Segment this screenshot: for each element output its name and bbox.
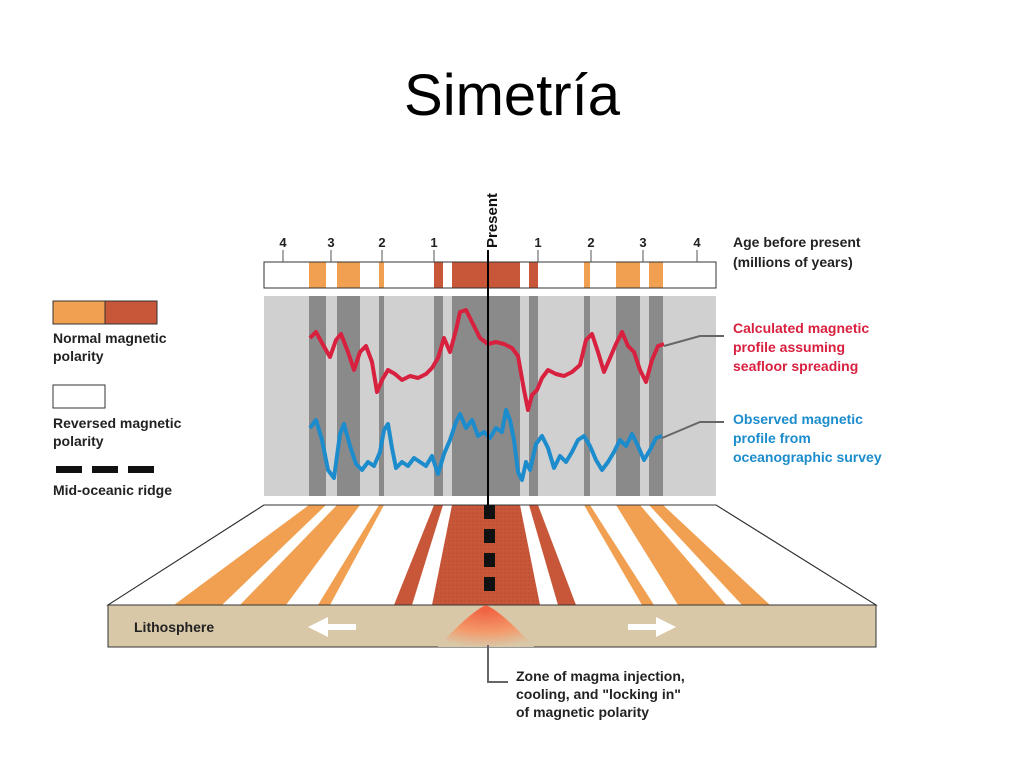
calculated-label-line3: seafloor spreading — [733, 358, 858, 374]
slide-title: Simetría — [404, 63, 620, 128]
observed-label-line2: profile from — [733, 430, 811, 446]
age-timeline-bar — [263, 261, 717, 289]
observed-callout-line — [661, 421, 724, 439]
age-ticks — [282, 250, 698, 262]
calculated-label-line1: Calculated magnetic — [733, 320, 869, 336]
age-tick-label-right-4: 4 — [693, 235, 701, 250]
legend-reversed-line2: polarity — [53, 433, 104, 449]
legend-swatch-normal-young — [104, 300, 158, 325]
mid-oceanic-ridge-dashes — [484, 505, 495, 591]
age-tick-label-left-3: 3 — [327, 235, 334, 250]
zone-label-line3: of magnetic polarity — [516, 704, 649, 720]
age-tick-label-left-2: 2 — [378, 235, 385, 250]
lithosphere-label: Lithosphere — [134, 619, 214, 635]
legend-reversed-line1: Reversed magnetic — [53, 415, 182, 431]
magnetic-profile-panel — [264, 296, 716, 496]
legend-ridge-dashes-icon — [56, 466, 154, 473]
spreading-arrow-left-icon — [308, 617, 356, 637]
legend: Normal magnetic polarity Reversed magnet… — [52, 300, 182, 498]
age-tick-label-right-2: 2 — [587, 235, 594, 250]
age-tick-label-right-3: 3 — [639, 235, 646, 250]
age-tick-label-left-4: 4 — [279, 235, 287, 250]
age-tick-label-right-1: 1 — [534, 235, 541, 250]
calculated-callout-line — [663, 335, 724, 347]
zone-label-line1: Zone of magma injection, — [516, 668, 685, 684]
observed-label-line3: oceanographic survey — [733, 449, 882, 465]
legend-ridge-label: Mid-oceanic ridge — [53, 482, 172, 498]
age-axis-label-line2: (millions of years) — [733, 254, 853, 270]
legend-normal-line2: polarity — [53, 348, 104, 364]
age-axis-label-line1: Age before present — [733, 234, 861, 250]
age-tick-label-left-1: 1 — [430, 235, 437, 250]
zone-label-line2: cooling, and "locking in" — [516, 686, 681, 702]
spreading-arrow-right-icon — [628, 617, 676, 637]
observed-label-line1: Observed magnetic — [733, 411, 863, 427]
present-label: Present — [484, 193, 501, 248]
zone-callout-line — [487, 645, 508, 683]
calculated-label-line2: profile assuming — [733, 339, 845, 355]
legend-swatch-normal-old — [52, 300, 106, 325]
legend-swatch-reversed — [52, 384, 106, 409]
legend-normal-line1: Normal magnetic — [53, 330, 167, 346]
lithosphere-slab — [107, 604, 877, 648]
